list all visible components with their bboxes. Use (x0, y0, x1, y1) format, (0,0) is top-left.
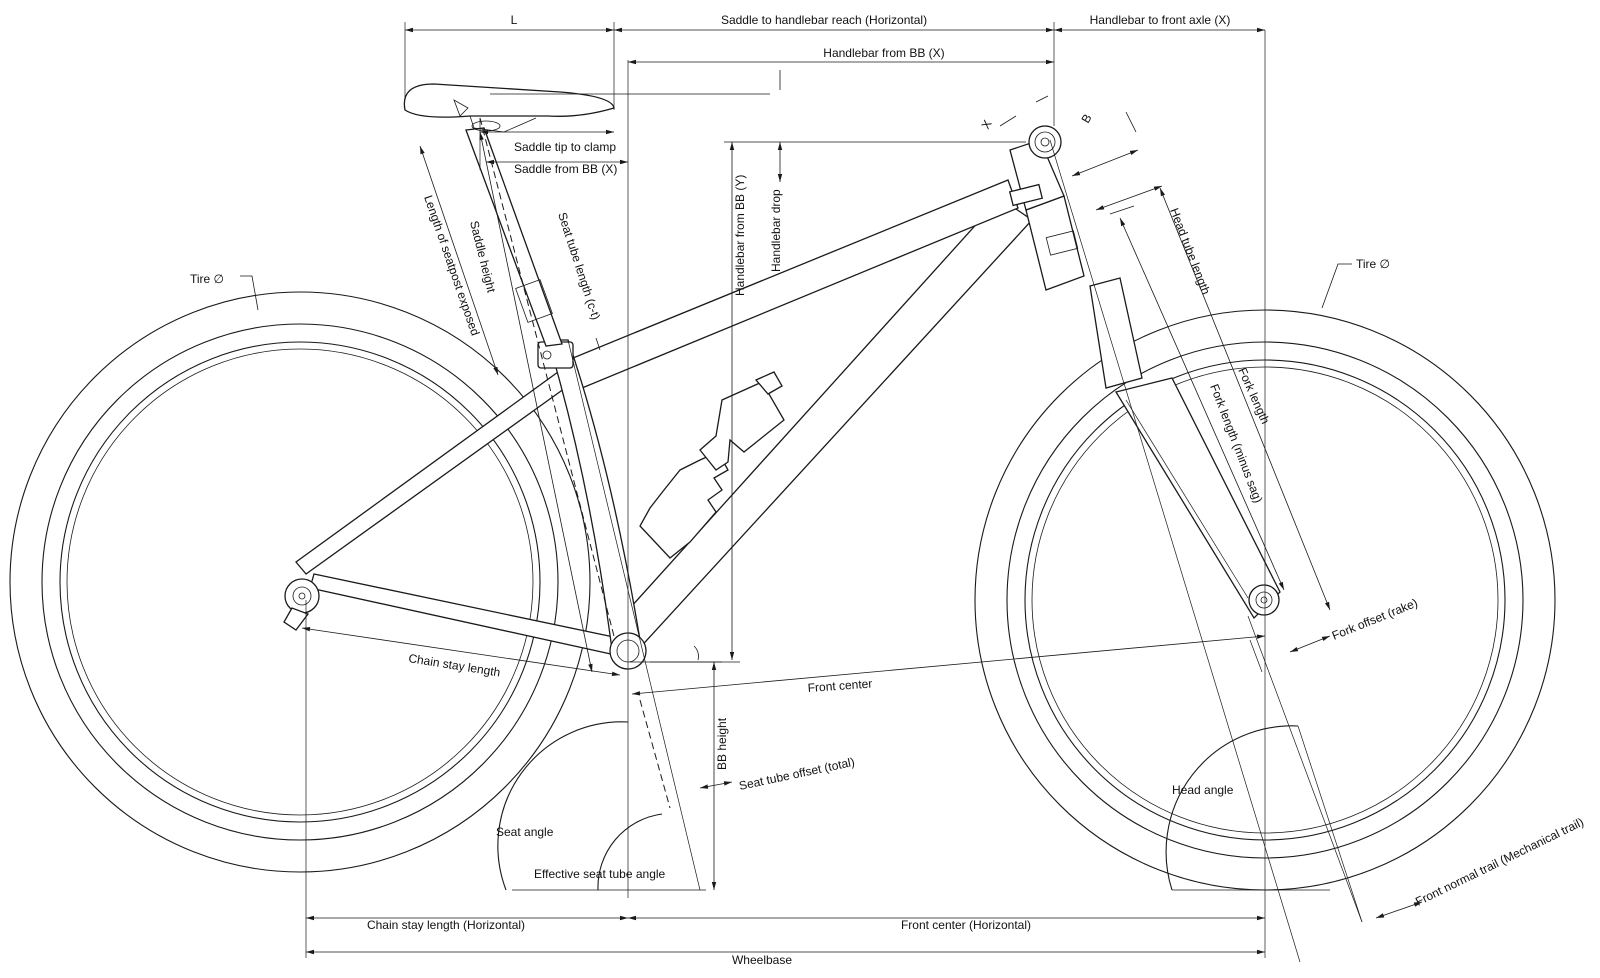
label-front-normal-trail: Front normal trail (Mechanical trail) (1413, 815, 1586, 909)
label-front-center: Front center (807, 677, 873, 695)
dimension-arrowhead (729, 652, 735, 660)
label-handlebar-from-bb-y: Handlebar from BB (Y) (733, 175, 747, 296)
dimension-arrowhead (606, 27, 614, 33)
label-x: X (978, 118, 994, 132)
dimension-arrowhead (480, 129, 488, 135)
dimension-arrowhead (1324, 601, 1330, 610)
dimension-arrowhead (1278, 581, 1284, 590)
dimension-arrowhead (700, 784, 709, 789)
label-b: B (1078, 112, 1094, 126)
label-fork-length: Fork length (1235, 366, 1272, 427)
dimension-arrowhead (711, 662, 717, 670)
dimension-arrowhead (628, 915, 636, 921)
dimension-arrowhead (729, 142, 735, 150)
dimension-arrowhead (1413, 902, 1422, 907)
dimension-arrowhead (420, 146, 425, 155)
dimension-arrowhead (306, 949, 314, 955)
dimension-arrowhead (1160, 188, 1166, 197)
dimension-arrowhead (711, 882, 717, 890)
water-bottle-cage (639, 371, 785, 559)
label-wheelbase: Wheelbase (732, 953, 792, 967)
label-saddle-from-bb-x: Saddle from BB (X) (514, 162, 617, 176)
dimension-arrowhead (588, 663, 593, 672)
dimension-arrowhead (1046, 59, 1054, 65)
label-effective-seat-tube-angle: Effective seat tube angle (534, 867, 666, 881)
dimension-arrowhead (493, 366, 498, 375)
label-length-of-seatpost-exposed: Length of seatpost exposed (421, 193, 482, 337)
dimension-arrowhead (1257, 949, 1265, 955)
dimension-arrowhead (620, 159, 628, 165)
label-head-angle: Head angle (1172, 783, 1234, 797)
handlebar (1028, 125, 1062, 159)
dimension-arrowhead (1096, 205, 1105, 210)
dimension-arrowhead (1256, 634, 1265, 639)
dimension-arrowhead (777, 174, 783, 182)
dimension-arrowhead (606, 129, 614, 135)
label-front-center-horizontal: Front center (Horizontal) (901, 918, 1031, 932)
label-seat-tube-length: Seat tube length (c-t) (555, 211, 603, 322)
fork (1089, 277, 1281, 620)
dimension-arrowhead (1257, 915, 1265, 921)
label-saddle-tip-to-clamp: Saddle tip to clamp (514, 140, 616, 154)
label-l: L (511, 13, 518, 27)
label-handlebar-drop: Handlebar drop (769, 189, 783, 272)
dimension-arrowhead (306, 915, 314, 921)
frame (295, 139, 1085, 670)
dimension-arrowhead (1257, 27, 1265, 33)
dimension-arrowhead (611, 671, 620, 677)
dimension-arrowhead (1153, 186, 1162, 191)
label-bb-height: BB height (715, 717, 729, 770)
rear-wheel (9, 291, 591, 873)
dimension-arrowhead (614, 27, 622, 33)
dimension-arrowhead (479, 132, 484, 141)
label-seat-tube-offset: Seat tube offset (total) (738, 755, 856, 793)
label-tire-right: Tire ∅ (1356, 257, 1390, 271)
dimension-arrowhead (723, 781, 732, 786)
label-head-tube-length: Head tube length (1167, 206, 1213, 296)
dimension-arrowhead (405, 27, 413, 33)
dimension-arrowhead (1290, 646, 1299, 652)
dimension-arrowhead (486, 159, 494, 165)
dimension-arrowhead (632, 691, 641, 696)
dimension-arrowhead (628, 59, 636, 65)
label-fork-offset: Fork offset (rake) (1330, 596, 1420, 643)
construction-lines (305, 30, 1363, 963)
dimension-arrowhead (777, 142, 783, 150)
angle-arcs (497, 645, 1363, 923)
rear-hub (283, 578, 320, 631)
dimension-arrowhead (1376, 913, 1385, 918)
label-handlebar-from-bb-x: Handlebar from BB (X) (823, 46, 944, 60)
label-saddle-to-handlebar-reach: Saddle to handlebar reach (Horizontal) (721, 13, 927, 27)
front-hub (1248, 584, 1280, 616)
dimension-arrowhead (1120, 218, 1126, 227)
dimension-arrowhead (620, 915, 628, 921)
label-seat-angle: Seat angle (496, 825, 554, 839)
dimension-arrowhead (1321, 636, 1330, 642)
dimension-lines (240, 22, 1423, 955)
dimension-arrowhead (1046, 27, 1054, 33)
label-handlebar-to-front-axle: Handlebar to front axle (X) (1090, 13, 1231, 27)
label-tire-left: Tire ∅ (190, 272, 224, 286)
label-chain-stay-length-horizontal: Chain stay length (Horizontal) (367, 918, 525, 932)
label-saddle-height: Saddle height (467, 219, 499, 294)
dimension-arrowhead (1129, 150, 1138, 155)
dimension-arrowhead (1072, 171, 1081, 176)
saddle (403, 83, 615, 133)
dimension-arrowhead (1054, 27, 1062, 33)
dimension-arrowhead (302, 626, 311, 632)
